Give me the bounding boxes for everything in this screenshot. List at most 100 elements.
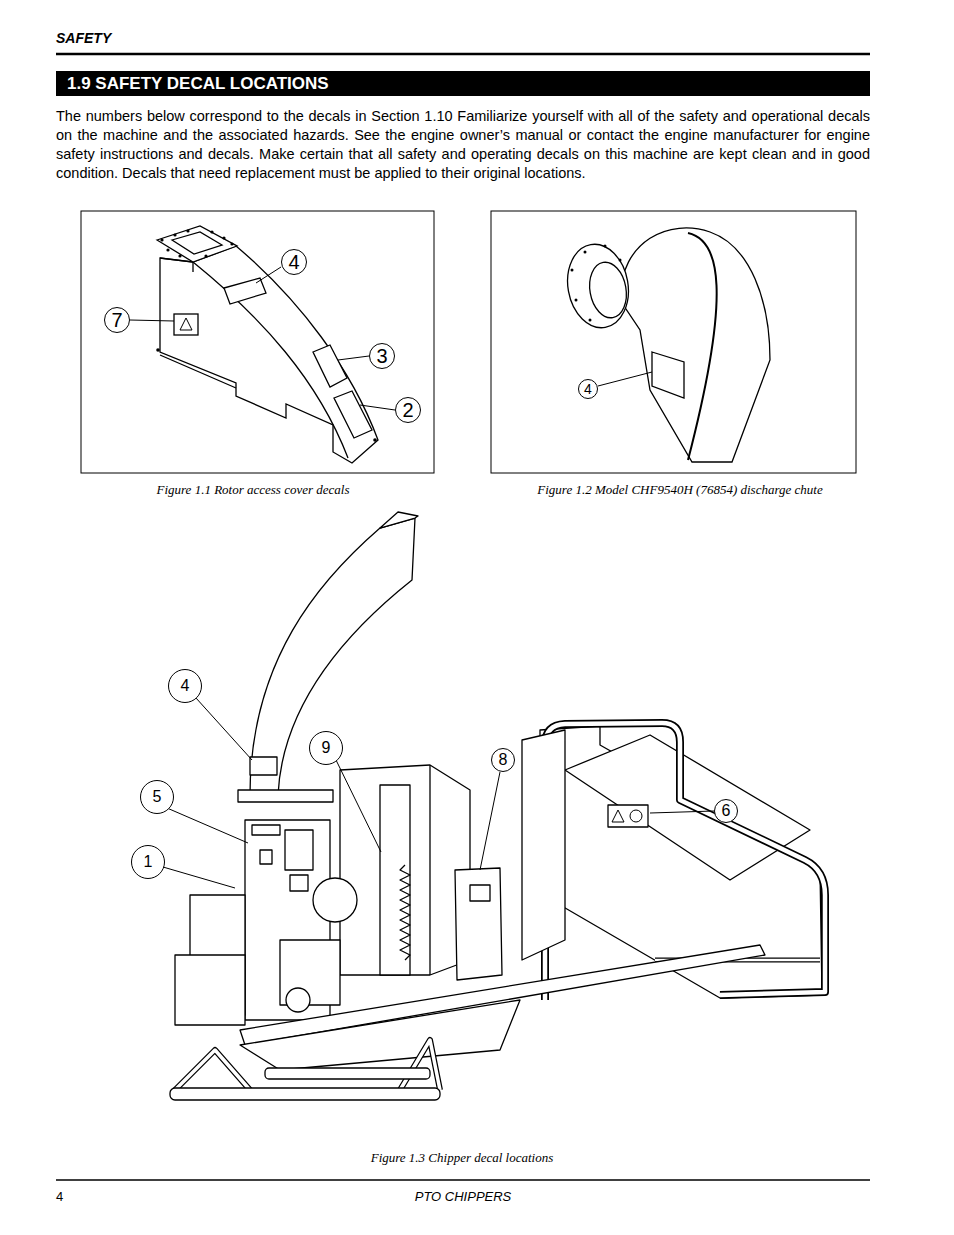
drawing-part xyxy=(290,875,308,891)
drawing-part xyxy=(265,1068,430,1079)
drawing-part xyxy=(313,345,347,387)
drawing-part xyxy=(380,512,418,528)
drawing-part xyxy=(172,232,222,254)
page-rules xyxy=(56,54,870,1180)
drawing-part xyxy=(238,790,333,802)
leader-line xyxy=(598,372,652,386)
callout-number: 2 xyxy=(402,400,413,420)
leader-lines-fig3 xyxy=(163,698,714,888)
callout-number: 9 xyxy=(322,740,331,756)
drawing-part xyxy=(256,267,281,283)
drawing-part xyxy=(175,1040,440,1090)
callout-number: 4 xyxy=(181,678,190,694)
section-title: 1.9 SAFETY DECAL LOCATIONS xyxy=(67,74,329,94)
drawing-part xyxy=(619,259,622,262)
drawing-part xyxy=(156,348,160,352)
leader-lines-fig1 xyxy=(130,267,395,410)
drawing-part xyxy=(650,811,714,813)
callout-circle: 4 xyxy=(578,379,598,399)
drawing-part xyxy=(652,352,684,398)
drawing-part xyxy=(160,355,236,388)
drawing-part xyxy=(360,405,395,410)
drawing-part xyxy=(571,245,622,322)
drawing-part xyxy=(334,391,372,438)
drawing-part xyxy=(480,772,500,870)
drawing-part xyxy=(157,226,237,262)
figure-caption: Figure 1.1 Rotor access cover decals xyxy=(156,482,349,498)
drawing-part xyxy=(589,319,592,322)
drawing-part xyxy=(584,251,587,254)
drawing-part xyxy=(240,1000,520,1070)
discharge-chute-drawing xyxy=(561,228,770,462)
drawing-part xyxy=(470,885,490,901)
drawing-part xyxy=(175,955,245,1025)
figure-caption: Figure 1.3 Chipper decal locations xyxy=(371,1150,554,1166)
callout-circle: 1 xyxy=(131,845,165,879)
drawing-part xyxy=(286,988,310,1012)
drawing-part xyxy=(166,248,169,251)
drawing-part xyxy=(204,254,207,257)
drawing-part xyxy=(250,757,277,775)
drawing-part xyxy=(491,211,856,473)
drawing-part xyxy=(160,246,378,463)
drawing-part xyxy=(160,258,193,272)
drawing-part xyxy=(285,830,313,870)
drawing-part xyxy=(608,805,648,827)
rotor-cover-drawing xyxy=(156,226,378,463)
callout-circle: 2 xyxy=(395,397,421,423)
drawing-part xyxy=(224,278,266,304)
drawing-part xyxy=(429,765,430,975)
drawing-part xyxy=(571,269,574,272)
callout-circle: 5 xyxy=(140,780,174,814)
callout-number: 7 xyxy=(111,310,122,330)
callout-number: 4 xyxy=(288,252,299,272)
drawing-part xyxy=(336,760,381,852)
drawing-part xyxy=(260,850,272,864)
drawing-part xyxy=(455,868,502,980)
drawing-part xyxy=(604,245,607,248)
drawing-part xyxy=(252,825,280,835)
callout-circle: 8 xyxy=(491,748,515,772)
drawing-part xyxy=(180,318,192,330)
drawing-part xyxy=(620,228,770,462)
figure-caption: Figure 1.2 Model CHF9540H (76854) discha… xyxy=(537,482,822,498)
drawing-part xyxy=(250,518,415,795)
callout-number: 4 xyxy=(584,382,592,396)
drawing-part xyxy=(400,865,410,960)
drawing-part xyxy=(522,730,565,960)
drawing-part xyxy=(160,238,163,241)
drawing-part xyxy=(575,299,578,302)
callout-circle: 7 xyxy=(104,307,130,333)
section-title-band: 1.9 SAFETY DECAL LOCATIONS xyxy=(56,71,870,96)
callout-number: 8 xyxy=(499,752,508,768)
callout-circle: 9 xyxy=(309,731,343,765)
drawing-part xyxy=(163,867,235,888)
drawing-part xyxy=(167,808,248,843)
drawing-part xyxy=(175,1040,440,1090)
page-header: SAFETY xyxy=(56,30,111,47)
drawing-part xyxy=(130,320,174,321)
page-number: 4 xyxy=(56,1189,63,1205)
drawing-part xyxy=(178,254,181,257)
drawing-part xyxy=(688,233,717,460)
callout-number: 5 xyxy=(153,789,162,805)
drawing-part xyxy=(56,1179,870,1181)
callout-circle: 4 xyxy=(281,249,307,275)
drawing-part xyxy=(373,438,377,442)
chipper-drawing xyxy=(170,512,825,1100)
drawing-part xyxy=(56,53,870,56)
callout-circle: 6 xyxy=(714,799,738,823)
drawing-part xyxy=(173,233,176,236)
drawing-part xyxy=(193,262,348,458)
intro-paragraph: The numbers below correspond to the deca… xyxy=(56,107,870,183)
drawing-part xyxy=(338,356,369,360)
drawing-part xyxy=(340,765,470,975)
callout-number: 3 xyxy=(376,346,387,366)
drawing-part xyxy=(196,698,252,760)
drawing-part xyxy=(313,878,357,922)
drawing-part xyxy=(186,229,189,232)
drawing-part xyxy=(630,810,642,822)
callout-circle: 4 xyxy=(168,669,202,703)
footer-title: PTO CHIPPERS xyxy=(415,1189,512,1205)
